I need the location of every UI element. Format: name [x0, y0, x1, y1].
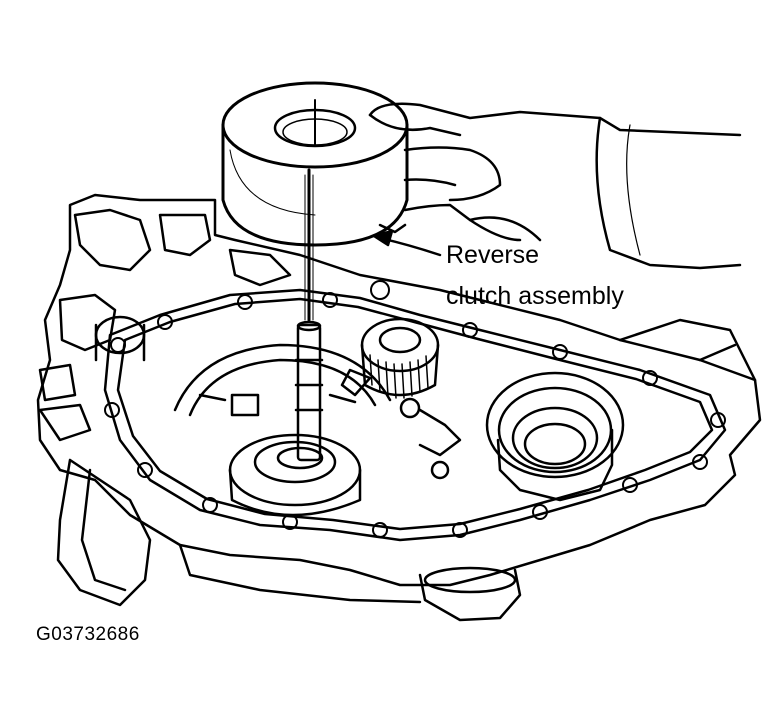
- reverse-clutch-drum: [221, 81, 409, 247]
- idler-gear: [340, 317, 462, 480]
- figure-id: G03732686: [36, 624, 140, 645]
- differential-bore: [485, 371, 625, 502]
- hand: [368, 102, 742, 270]
- transmission-case: [36, 193, 762, 622]
- callout-arrow: [372, 229, 442, 257]
- callout-label-line2: clutch assembly: [446, 282, 624, 310]
- clutch-housing-bore: [173, 343, 392, 517]
- input-shaft: [294, 168, 324, 462]
- callout-label-line1: Reverse: [446, 241, 540, 269]
